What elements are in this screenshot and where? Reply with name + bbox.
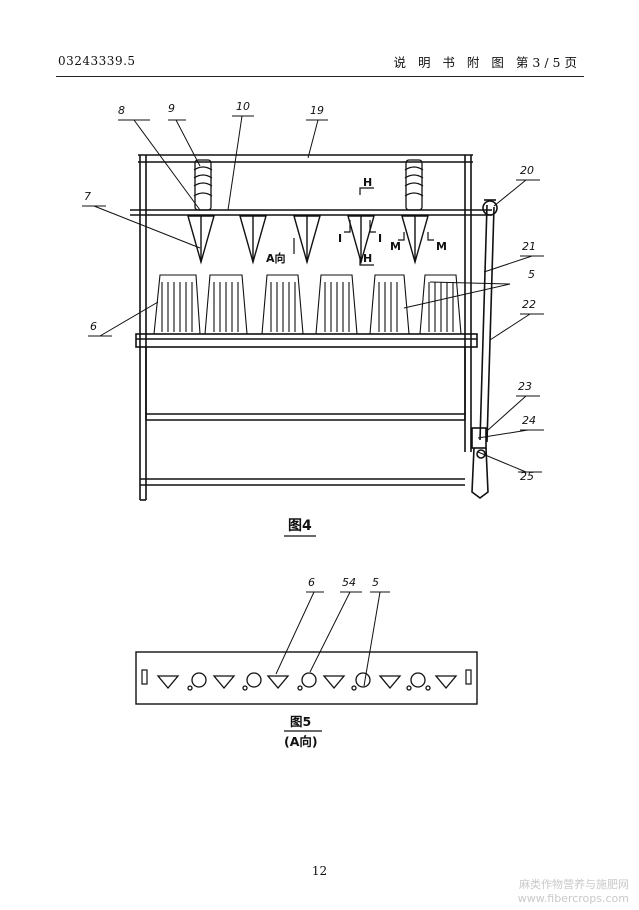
callout-5: 5: [528, 268, 535, 281]
watermark-site-name: 麻类作物营养与施肥网: [519, 878, 629, 891]
doc-title: 说 明 书 附 图: [393, 55, 508, 70]
section-mark-h-top: H: [363, 176, 372, 189]
fig5-labels: 6 54 5 图5 (A向): [284, 576, 379, 749]
section-mark-i-right: I: [378, 232, 382, 245]
callout-20: 20: [520, 164, 534, 177]
callout-54: 54: [342, 576, 356, 589]
section-mark-i-left: I: [338, 232, 342, 245]
callout-6-fig5: 6: [308, 576, 315, 589]
fig4-brackets: [193, 159, 424, 211]
header-title: 说 明 书 附 图 第3/5页: [393, 52, 581, 71]
fig5-plate: [135, 651, 478, 705]
callout-23: 23: [518, 380, 532, 393]
callout-7: 7: [84, 190, 91, 203]
fig5-subcaption: (A向): [284, 734, 318, 749]
fig5-caption: 图5: [290, 714, 311, 729]
fig5-leaders: [275, 591, 390, 687]
page-label: 第3/5页: [515, 55, 581, 70]
page-number: 12: [311, 864, 328, 878]
fig4-frame: [130, 154, 492, 501]
fig5-holes: [156, 672, 458, 691]
callout-21: 21: [522, 240, 536, 253]
section-mark-m-right: M: [436, 240, 447, 253]
callout-9: 9: [168, 102, 175, 115]
fig4-lever: [471, 199, 498, 499]
patent-number: 03243339.5: [58, 54, 136, 68]
callout-25: 25: [520, 470, 534, 483]
callout-10: 10: [236, 100, 250, 113]
fig4-combs: [153, 274, 462, 335]
fig4-blades: [187, 215, 429, 265]
section-mark-m-left: M: [390, 240, 401, 253]
header-rule: [56, 76, 584, 77]
watermark-url: www.fibercrops.com: [517, 892, 629, 905]
fig4-labels: 8 9 10 19 20 7 21 5 6 22 23 24 25 H H I …: [84, 100, 536, 534]
view-label-a: A向: [266, 251, 286, 265]
callout-22: 22: [522, 298, 536, 311]
callout-8: 8: [118, 104, 125, 117]
fig4-caption: 图4: [288, 518, 312, 534]
callout-5-fig5: 5: [372, 576, 379, 589]
callout-6: 6: [90, 320, 97, 333]
section-mark-h-bottom: H: [363, 252, 372, 265]
fig4-section-marks: [293, 187, 434, 266]
watermark: 麻类作物营养与施肥网 www.fibercrops.com: [518, 878, 629, 906]
fig4-leaders: [82, 115, 544, 473]
callout-19: 19: [310, 104, 324, 117]
callout-24: 24: [522, 414, 536, 427]
